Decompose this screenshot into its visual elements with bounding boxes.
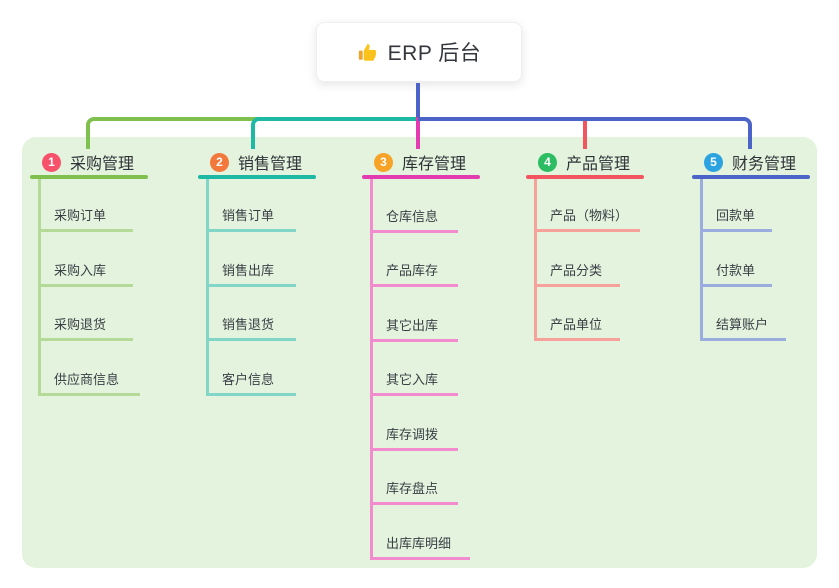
branch-node-sales-management[interactable]: 2 销售管理 [198,149,316,175]
child-connector [534,338,620,341]
root-title: ERP 后台 [387,42,482,65]
root-node[interactable]: ERP 后台 [316,22,522,82]
branch-label: 销售管理 [238,156,303,173]
child-node-purchase-order[interactable]: 采购订单 [54,208,107,223]
branch-underline [198,175,316,179]
child-node-purchase-inbound[interactable]: 采购入库 [54,263,107,278]
child-node-customer-info[interactable]: 客户信息 [222,372,275,387]
thumbs-up-icon [357,41,379,63]
connector-branch-3 [416,117,420,149]
branch-label: 库存管理 [402,156,467,173]
child-node-product-category[interactable]: 产品分类 [550,263,603,278]
child-node-settlement-account[interactable]: 结算账户 [716,317,769,332]
child-connector [534,229,640,232]
child-node-product-material[interactable]: 产品（物料） [550,208,629,223]
branch-label: 产品管理 [566,156,631,173]
branch-node-product-management[interactable]: 4 产品管理 [526,149,644,175]
connector-branch-5 [418,117,752,149]
child-connector [38,284,133,287]
branch-number-badge: 5 [704,152,723,172]
branch-underline [526,175,644,179]
connector-branch-2 [251,117,418,149]
child-connector [206,338,296,341]
child-connector [370,339,458,342]
child-node-stock-taking[interactable]: 库存盘点 [386,481,439,496]
connector-branch-4 [583,117,587,149]
branch-number-badge: 4 [538,152,557,172]
child-connector [370,557,470,560]
branch-label: 采购管理 [70,156,135,173]
branch-underline [30,175,148,179]
child-node-stock-transfer[interactable]: 库存调拨 [386,427,439,442]
branch-spine [206,178,209,396]
branch-number-badge: 1 [42,152,61,172]
child-connector [38,338,133,341]
branches-panel [22,137,817,568]
branch-underline [362,175,480,179]
child-connector [370,230,458,233]
child-node-sales-return[interactable]: 销售退货 [222,317,275,332]
branch-underline [692,175,810,179]
child-connector [38,229,133,232]
branch-node-purchase-management[interactable]: 1 采购管理 [30,149,148,175]
child-node-outbound-detail[interactable]: 出库库明细 [386,536,452,551]
child-node-product-unit[interactable]: 产品单位 [550,317,603,332]
child-node-other-outbound[interactable]: 其它出库 [386,318,439,333]
child-node-warehouse-info[interactable]: 仓库信息 [386,209,439,224]
branch-node-inventory-management[interactable]: 3 库存管理 [362,149,480,175]
child-node-purchase-return[interactable]: 采购退货 [54,317,107,332]
child-node-payment-order[interactable]: 付款单 [716,263,756,278]
branch-spine [700,178,703,341]
child-node-sales-order[interactable]: 销售订单 [222,208,275,223]
child-connector [370,502,458,505]
branch-spine [370,178,373,560]
branch-spine [534,178,537,341]
child-connector [206,393,296,396]
child-connector [700,229,772,232]
branch-number-badge: 3 [374,152,393,172]
child-node-product-stock[interactable]: 产品库存 [386,263,439,278]
child-connector [370,284,458,287]
child-connector [700,338,786,341]
branch-label: 财务管理 [732,156,797,173]
child-connector [700,284,772,287]
branch-number-badge: 2 [210,152,229,172]
child-connector [370,393,458,396]
child-node-receipt-order[interactable]: 回款单 [716,208,756,223]
child-connector [370,448,458,451]
child-node-sales-outbound[interactable]: 销售出库 [222,263,275,278]
child-connector [206,229,296,232]
root-connector [416,83,420,121]
branch-node-finance-management[interactable]: 5 财务管理 [692,149,810,175]
child-connector [206,284,296,287]
child-node-other-inbound[interactable]: 其它入库 [386,372,439,387]
child-connector [38,393,140,396]
branch-spine [38,178,41,396]
child-node-supplier-info[interactable]: 供应商信息 [54,372,120,387]
child-connector [534,284,620,287]
